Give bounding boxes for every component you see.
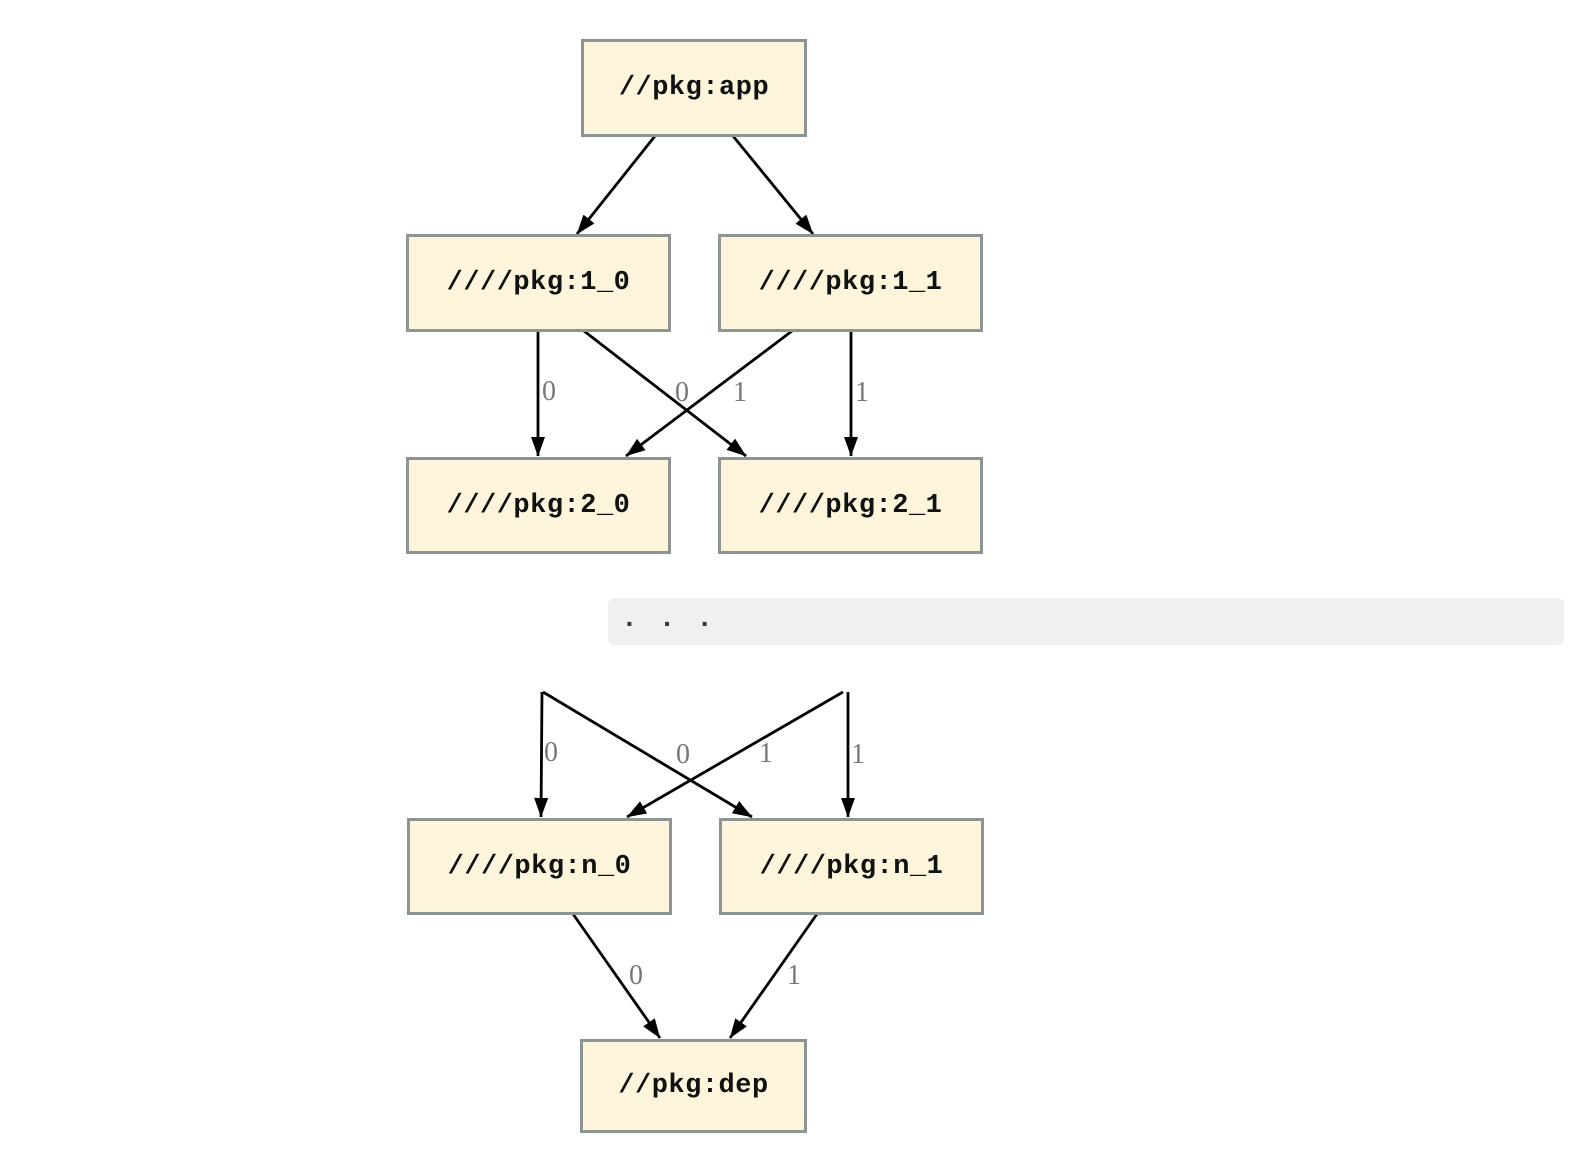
node-pkg-n_1-label: ////pkg:n_1 (759, 851, 944, 882)
node-pkg-2_1: ////pkg:2_1 (718, 457, 983, 554)
edge-n_1-to-dep (728, 913, 819, 1039)
node-pkg-app: //pkg:app (581, 39, 807, 137)
edge-label-n_0-dep: 0 (629, 960, 643, 991)
node-pkg-1_0: ////pkg:1_0 (406, 234, 671, 332)
node-pkg-1_1-label: ////pkg:1_1 (758, 268, 943, 298)
node-pkg-app-label: //pkg:app (618, 73, 770, 103)
node-pkg-dep-label: //pkg:dep (618, 1071, 769, 1101)
node-pkg-n_1: ////pkg:n_1 (719, 818, 984, 915)
edge-app-to-1_1 (731, 135, 815, 235)
ellipsis-band: . . . (608, 598, 1564, 645)
edge-ellipsis-to-n_1-cross (542, 690, 753, 819)
edge-label-ellipsis-n_0-straight: 0 (544, 737, 558, 768)
edge-label-1_1-2_0: 0 (675, 377, 689, 408)
edge-label-ellipsis-n_1-straight: 1 (851, 739, 865, 770)
edge-app-to-1_0 (575, 135, 657, 235)
node-pkg-dep: //pkg:dep (580, 1039, 807, 1133)
edge-n_0-to-dep (571, 913, 662, 1039)
node-pkg-1_0-label: ////pkg:1_0 (446, 268, 631, 298)
node-pkg-n_0-label: ////pkg:n_0 (447, 851, 632, 882)
edge-1_1-to-2_0 (625, 329, 793, 458)
node-pkg-2_0-label: ////pkg:2_0 (446, 490, 631, 521)
edge-label-1_0-2_0: 0 (542, 376, 556, 407)
edge-label-ellipsis-n_1-cross: 1 (759, 738, 773, 769)
ellipsis-dots: . . . (621, 604, 716, 635)
node-pkg-n_0: ////pkg:n_0 (407, 818, 672, 915)
edge-ellipsis-to-n_0-straight (534, 691, 549, 818)
edge-label-1_0-2_1: 1 (733, 377, 747, 408)
node-pkg-2_1-label: ////pkg:2_1 (758, 490, 943, 521)
edge-1_0-to-2_1 (583, 329, 747, 458)
edge-ellipsis-to-n_0-cross (626, 690, 844, 819)
edge-label-1_1-2_1: 1 (855, 377, 869, 408)
node-pkg-1_1: ////pkg:1_1 (718, 234, 983, 332)
edge-label-n_1-dep: 1 (787, 960, 801, 991)
node-pkg-2_0: ////pkg:2_0 (406, 457, 671, 554)
edge-label-ellipsis-n_0-cross: 0 (676, 739, 690, 770)
